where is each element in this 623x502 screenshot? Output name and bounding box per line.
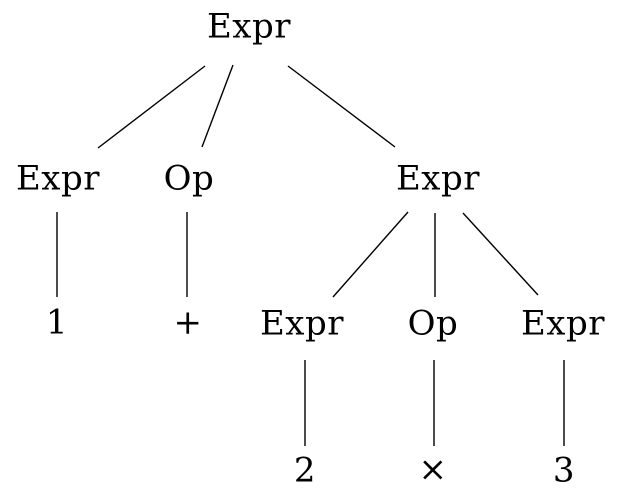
tree-node-l2-expr-left: Expr	[15, 158, 101, 199]
tree-node-leaf-plus: +	[173, 302, 203, 343]
tree-edge-l2-expr-right-to-l3-expr-right	[462, 212, 539, 296]
tree-node-root-expr: Expr	[206, 6, 292, 47]
tree-node-l2-op: Op	[163, 158, 215, 199]
tree-node-l2-expr-right: Expr	[395, 158, 481, 199]
tree-node-leaf-3: 3	[552, 450, 576, 491]
tree-node-leaf-1: 1	[45, 302, 69, 343]
tree-node-l3-expr-right: Expr	[520, 303, 606, 344]
tree-edge-root-expr-to-l2-expr-right	[287, 65, 396, 148]
tree-node-leaf-2: 2	[293, 450, 317, 491]
tree-edge-l2-expr-right-to-l3-expr-left	[332, 211, 409, 298]
tree-edge-root-expr-to-l2-expr-left	[97, 65, 206, 149]
tree-node-l3-expr-left: Expr	[259, 303, 345, 344]
tree-edge-root-expr-to-l2-op	[201, 64, 234, 148]
tree-node-l3-op: Op	[407, 303, 459, 344]
tree-node-leaf-times: ×	[418, 449, 448, 490]
